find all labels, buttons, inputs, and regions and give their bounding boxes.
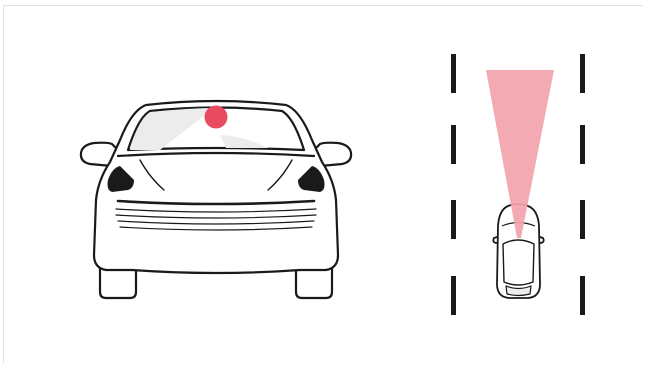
car-front-view-icon [81,101,351,298]
lane-dash-left-3 [451,200,456,239]
windshield-sensor-dot [205,106,228,129]
lane-dash-left-2 [451,125,456,164]
lane-dash-left-4 [451,276,456,315]
lane-dash-right-1 [580,54,585,93]
forward-sensor-cone [486,70,554,238]
lane-dash-right-3 [580,200,585,239]
top-car-roof [503,240,534,285]
lane-dash-right-4 [580,276,585,315]
lane-dash-left-1 [451,54,456,93]
lane-dash-right-2 [580,125,585,164]
